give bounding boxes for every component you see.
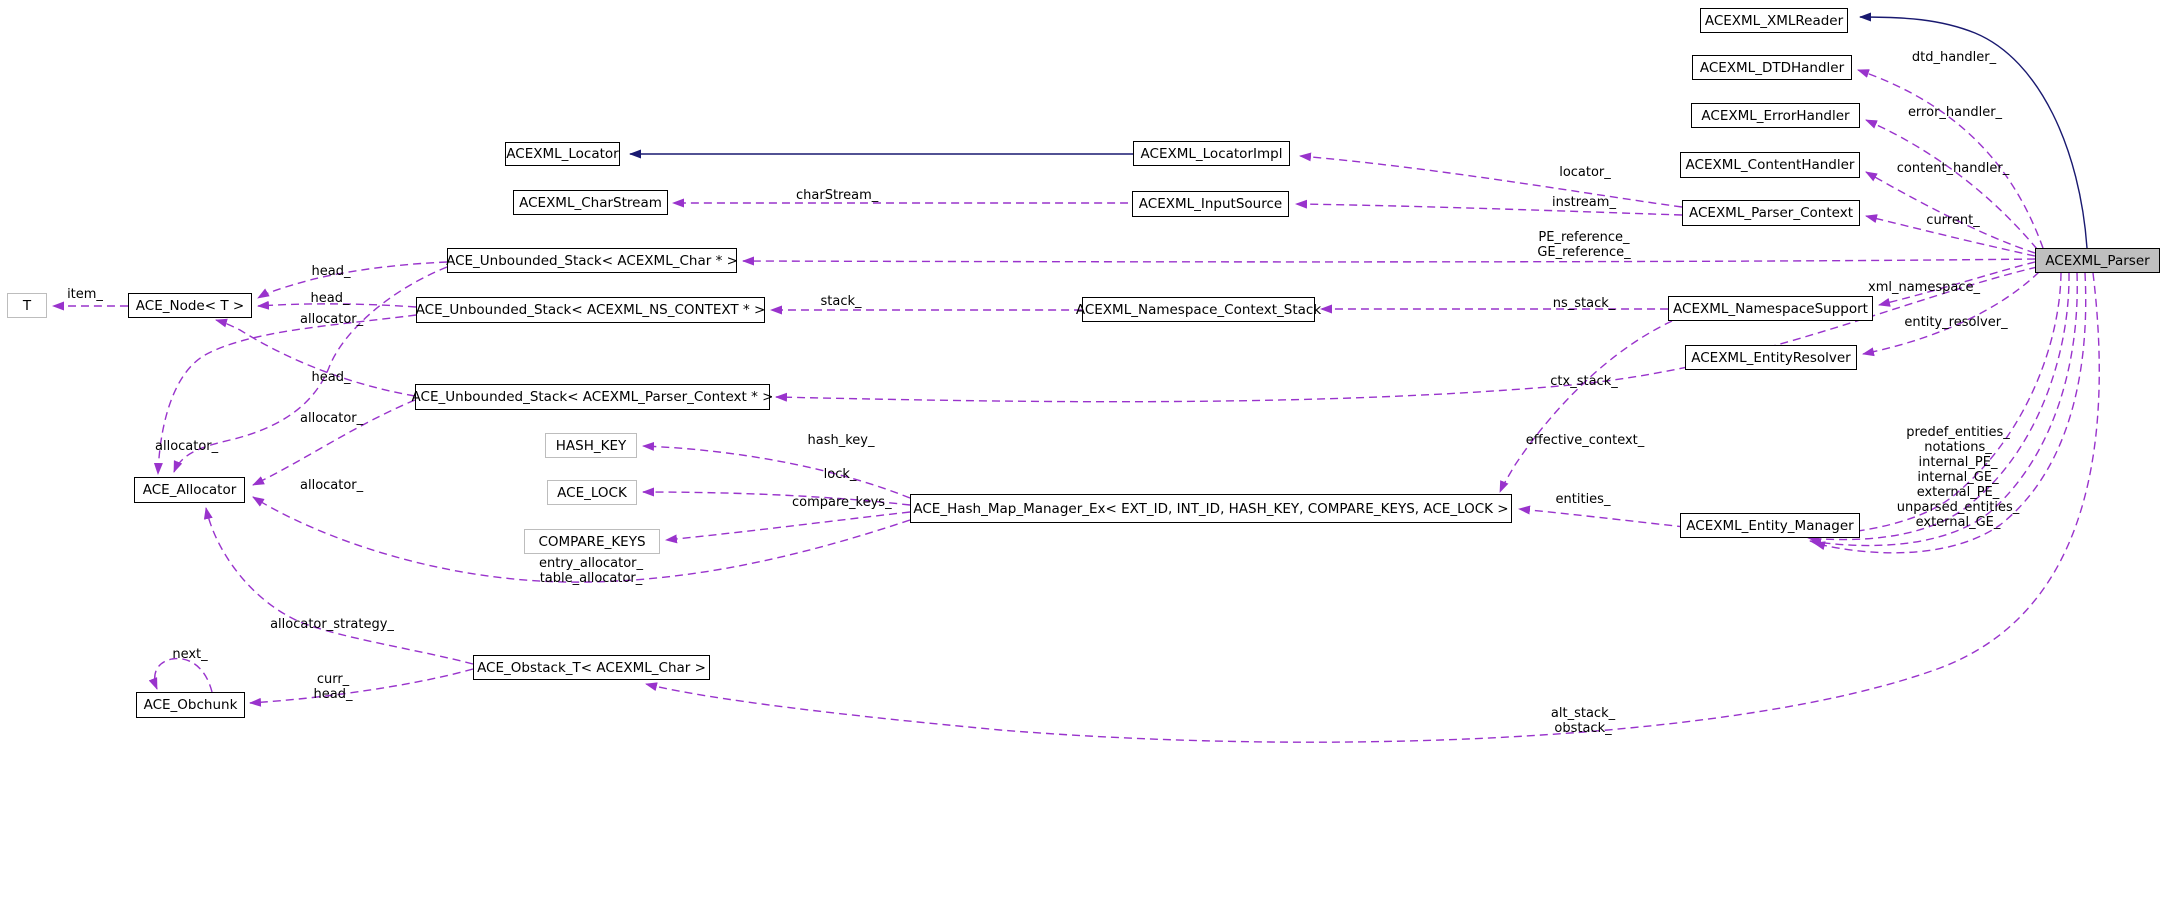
node-acexml-parser: ACEXML_Parser — [2035, 248, 2160, 273]
edge-label-allocator1: allocator_ — [300, 312, 364, 327]
edge-entity-resolver — [1862, 271, 2040, 357]
edge-head3 — [215, 318, 416, 397]
edge-label-head2: head_ — [310, 291, 350, 306]
edge-label-next: next_ — [172, 647, 208, 662]
edge-next-selfloop — [148, 657, 213, 693]
edge-instream — [1295, 199, 1683, 216]
edge-label-charstream: charStream_ — [796, 188, 879, 203]
edge-label-entities: entities_ — [1555, 492, 1611, 507]
edge-label-error-handler: error_handler_ — [1907, 105, 2003, 120]
edge-label-hash-key: hash_key_ — [807, 433, 875, 448]
edge-allocator-strategy — [203, 507, 474, 665]
edge-allocator-pc — [252, 399, 416, 486]
edge-locator — [1299, 152, 1683, 208]
edge-label-current: current_ — [1926, 213, 1980, 228]
edge-compare-keys — [665, 511, 911, 544]
edge-label-head3: head_ — [311, 370, 351, 385]
edge-alt-obstack — [645, 272, 2100, 743]
node-ace-allocator[interactable]: ACE_Allocator — [134, 477, 245, 503]
edge-ctx-stack — [775, 266, 2038, 403]
edge-label-entity-resolver: entity_resolver_ — [1904, 315, 2008, 330]
edge-label-item: item_ — [67, 287, 103, 302]
edge-dtd-handler — [1857, 69, 2044, 249]
edge-allocator-ns — [153, 314, 417, 475]
edge-predef-2 — [1809, 272, 2078, 548]
edge-label-ns-stack: ns_stack_ — [1552, 296, 1616, 311]
node-acexml-parser-context[interactable]: ACEXML_Parser_Context — [1682, 200, 1860, 226]
edge-hash-key — [642, 441, 911, 499]
node-acexml-entityresolver[interactable]: ACEXML_EntityResolver — [1685, 345, 1857, 370]
edge-label-ctx-stack: ctx_stack_ — [1550, 374, 1618, 389]
node-hash-map-manager[interactable]: ACE_Hash_Map_Manager_Ex< EXT_ID, INT_ID,… — [910, 494, 1512, 523]
node-ace-lock: ACE_LOCK — [547, 480, 637, 505]
edge-entities — [1518, 505, 1686, 528]
edge-label-instream: instream_ — [1552, 195, 1616, 210]
node-t: T — [7, 293, 47, 318]
node-acexml-inputsource[interactable]: ACEXML_InputSource — [1132, 191, 1289, 217]
edge-label-content-handler: content_handler_ — [1896, 161, 2010, 176]
edge-label-pe-ge-reference: PE_reference_ GE_reference_ — [1537, 230, 1631, 260]
edge-label-allocator4: allocator_ — [300, 478, 364, 493]
edge-label-compare-keys: compare_keys_ — [792, 495, 892, 510]
edge-label-dtd-handler: dtd_handler_ — [1911, 50, 1997, 65]
edge-lock — [642, 487, 911, 506]
edge-label-allocator-strategy: allocator_strategy_ — [270, 617, 394, 632]
node-acexml-entity-manager[interactable]: ACEXML_Entity_Manager — [1680, 513, 1860, 538]
edge-label-effective-context: effective_context_ — [1525, 433, 1645, 448]
edge-label-allocator3: allocator_ — [155, 439, 219, 454]
edge-label-xml-namespace: xml_namespace_ — [1868, 280, 1980, 295]
edge-label-head1: head_ — [311, 264, 351, 279]
edge-predef-1 — [1813, 272, 2087, 554]
edge-label-allocator2: allocator_ — [300, 411, 364, 426]
node-ace-node[interactable]: ACE_Node< T > — [128, 293, 252, 318]
node-acexml-xmlreader[interactable]: ACEXML_XMLReader — [1700, 8, 1848, 33]
node-acexml-errorhandler[interactable]: ACEXML_ErrorHandler — [1691, 103, 1860, 128]
node-stack-acexml-char[interactable]: ACE_Unbounded_Stack< ACEXML_Char * > — [446, 248, 738, 273]
edge-curr-head — [249, 668, 474, 707]
node-acexml-contenthandler[interactable]: ACEXML_ContentHandler — [1680, 152, 1860, 178]
node-stack-parser-context[interactable]: ACE_Unbounded_Stack< ACEXML_Parser_Conte… — [412, 384, 773, 410]
edge-label-curr-head: curr_ head_ — [313, 672, 353, 702]
node-acexml-locator[interactable]: ACEXML_Locator — [505, 142, 620, 166]
node-acexml-namespacesupport[interactable]: ACEXML_NamespaceSupport — [1668, 296, 1873, 321]
node-hash-key: HASH_KEY — [545, 433, 637, 458]
edge-predef-3 — [1807, 272, 2070, 544]
edge-label-locator: locator_ — [1559, 165, 1611, 180]
edge-error-handler — [1865, 119, 2038, 250]
edge-inherit-parser-xmlreader — [1859, 12, 2088, 249]
edge-content-handler — [1865, 171, 2036, 254]
node-acexml-locatorimpl[interactable]: ACEXML_LocatorImpl — [1133, 141, 1290, 166]
edge-effective-context — [1499, 320, 1673, 493]
node-ace-obstack[interactable]: ACE_Obstack_T< ACEXML_Char > — [473, 655, 710, 680]
node-compare-keys: COMPARE_KEYS — [524, 529, 660, 554]
edge-xml-namespace — [1878, 261, 2036, 307]
edge-head2 — [257, 300, 417, 310]
node-acexml-charstream[interactable]: ACEXML_CharStream — [513, 190, 668, 215]
edge-label-stack: stack_ — [820, 294, 862, 309]
node-acexml-dtdhandler[interactable]: ACEXML_DTDHandler — [1692, 55, 1852, 80]
node-ace-obchunk[interactable]: ACE_Obchunk — [136, 692, 245, 718]
edge-label-alt-obstack: alt_stack_ obstack_ — [1550, 706, 1616, 736]
edge-allocator-char — [173, 266, 448, 473]
node-stack-ns-context[interactable]: ACE_Unbounded_Stack< ACEXML_NS_CONTEXT *… — [416, 297, 765, 323]
edge-label-lock: lock_ — [823, 467, 857, 482]
edge-entry-table-allocator — [252, 496, 911, 583]
edge-label-entry-table-allocator: entry_allocator_ table_allocator_ — [538, 556, 644, 586]
edge-pe-ge-reference — [742, 256, 2036, 266]
node-namespace-context-stack[interactable]: ACEXML_Namespace_Context_Stack — [1076, 297, 1321, 322]
edge-label-predef-entities-block: predef_entities_ notations_ internal_PE_… — [1896, 425, 2020, 530]
